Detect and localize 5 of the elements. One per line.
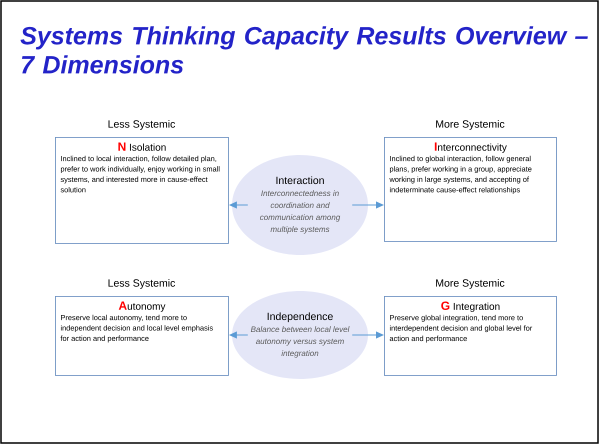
- slide-title: Systems Thinking Capacity Results Overview – 7 Dimensions: [20, 26, 588, 74]
- scale-label: Less Systemic: [108, 279, 176, 289]
- scale-label: More Systemic: [436, 120, 504, 130]
- scale-label: Less Systemic: [108, 120, 176, 130]
- scale-label: More Systemic: [436, 279, 504, 289]
